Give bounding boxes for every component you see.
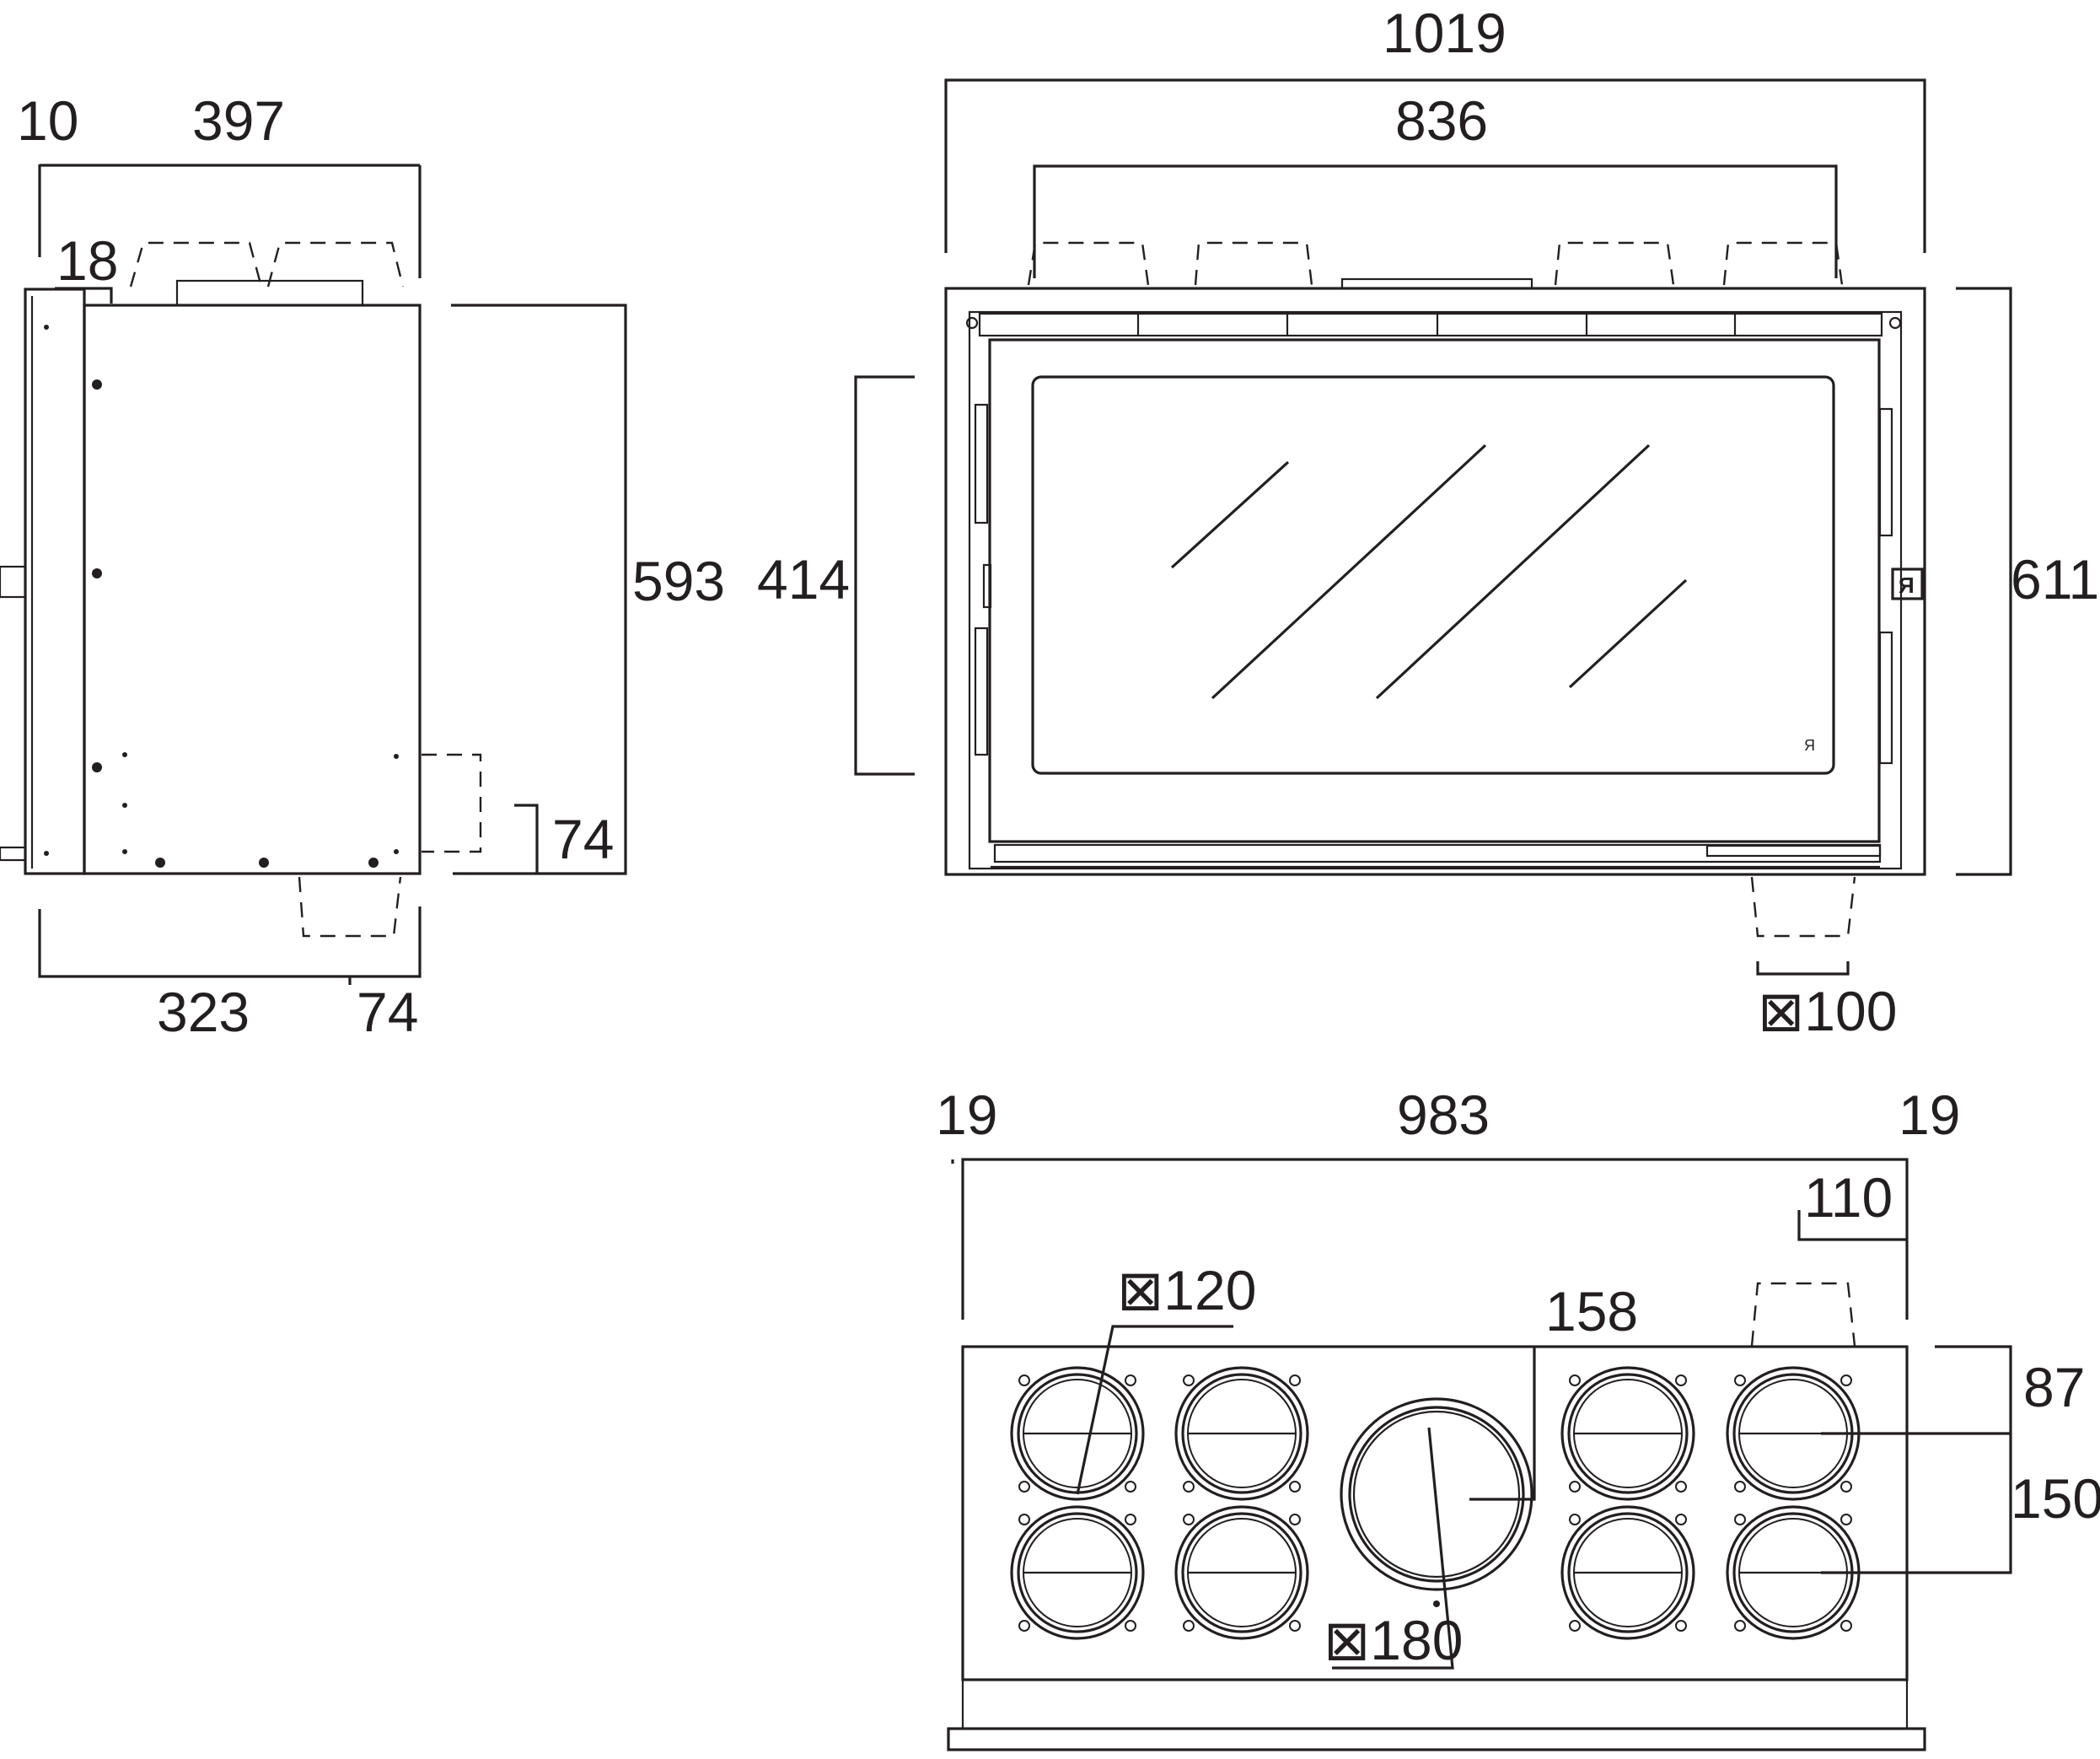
- ring-bolt: [1734, 1481, 1746, 1493]
- top-view: 19 983 19 110 ⊠120 158 87 150 ⊠180: [936, 1084, 2100, 1751]
- ring-bolt: [1840, 1620, 1852, 1632]
- ring-bolt: [1569, 1481, 1581, 1493]
- outlet-ring: [1567, 1373, 1689, 1494]
- front-dim-836: 836: [1395, 89, 1488, 152]
- side-view: 10 397 18 593 74 323 74: [0, 89, 725, 1043]
- top-dim-87: 87: [2023, 1356, 2085, 1418]
- front-dim-414: 414: [757, 548, 850, 611]
- side-dim-593: 593: [632, 550, 725, 612]
- ring-bolt: [1289, 1481, 1301, 1493]
- ring-bolt: [1734, 1620, 1746, 1632]
- svg-text:Я: Я: [1899, 573, 1915, 598]
- top-dim-19-left: 19: [936, 1084, 997, 1146]
- ring-bolt: [1125, 1481, 1136, 1493]
- ring-bolt: [1289, 1620, 1301, 1632]
- ring-bolt: [1018, 1481, 1030, 1493]
- ring-bolt: [1018, 1374, 1030, 1386]
- front-dim-611: 611: [2011, 548, 2099, 611]
- ring-bolt: [1569, 1620, 1581, 1632]
- top-dim-180: ⊠180: [1324, 1609, 1463, 1671]
- side-dim-323: 323: [157, 981, 250, 1043]
- outlet-ring: [1017, 1512, 1138, 1633]
- ring-bolt: [1569, 1514, 1581, 1525]
- side-dim-74-bottom: 74: [357, 981, 418, 1043]
- front-dim-100: ⊠100: [1758, 980, 1897, 1042]
- ring-bolt: [1125, 1374, 1136, 1386]
- ring-bolt: [1289, 1374, 1301, 1386]
- ring-bolt: [1289, 1514, 1301, 1525]
- ring-bolt: [1675, 1481, 1687, 1493]
- outlet-ring: [1181, 1512, 1302, 1633]
- outlet-ring: [1174, 1505, 1309, 1640]
- top-dim-158: 158: [1545, 1280, 1638, 1342]
- top-dim-110: 110: [1804, 1166, 1893, 1229]
- ring-bolt: [1183, 1481, 1195, 1493]
- top-dim-150: 150: [2011, 1467, 2100, 1530]
- ring-bolt: [1183, 1374, 1195, 1386]
- ring-bolt: [1569, 1374, 1581, 1386]
- top-dim-19-right: 19: [1899, 1084, 1960, 1146]
- top-dim-120: ⊠120: [1117, 1259, 1256, 1321]
- ring-bolt: [1018, 1620, 1030, 1632]
- outlet-ring: [1174, 1366, 1309, 1501]
- ring-bolt: [1840, 1374, 1852, 1386]
- side-dim-18: 18: [56, 229, 118, 292]
- ring-bolt: [1183, 1620, 1195, 1632]
- outlet-ring: [1560, 1366, 1695, 1501]
- ring-bolt: [1675, 1374, 1687, 1386]
- outlet-ring: [1010, 1366, 1145, 1501]
- ring-bolt: [1675, 1620, 1687, 1632]
- ring-bolt: [1675, 1514, 1687, 1525]
- front-view: Я Я 1019 836 414 611 ⊠100: [757, 2, 2099, 1042]
- ring-bolt: [1734, 1374, 1746, 1386]
- side-dim-10: 10: [17, 89, 78, 152]
- outlet-ring: [1181, 1373, 1302, 1494]
- side-dim-74-right: 74: [552, 808, 614, 870]
- ring-bolt: [1125, 1514, 1136, 1525]
- top-dim-983: 983: [1397, 1084, 1490, 1146]
- ring-bolt: [1125, 1620, 1136, 1632]
- ring-bolt: [1183, 1514, 1195, 1525]
- ring-bolt: [1734, 1514, 1746, 1525]
- side-dim-397: 397: [192, 89, 285, 152]
- ring-bolt: [1840, 1481, 1852, 1493]
- ring-bolt: [1018, 1514, 1030, 1525]
- outlet-ring: [1560, 1505, 1695, 1640]
- ring-bolt: [1840, 1514, 1852, 1525]
- svg-text:Я: Я: [1804, 737, 1815, 754]
- front-dim-1019: 1019: [1383, 2, 1507, 64]
- outlet-ring: [1010, 1505, 1145, 1640]
- outlet-ring: [1567, 1512, 1689, 1633]
